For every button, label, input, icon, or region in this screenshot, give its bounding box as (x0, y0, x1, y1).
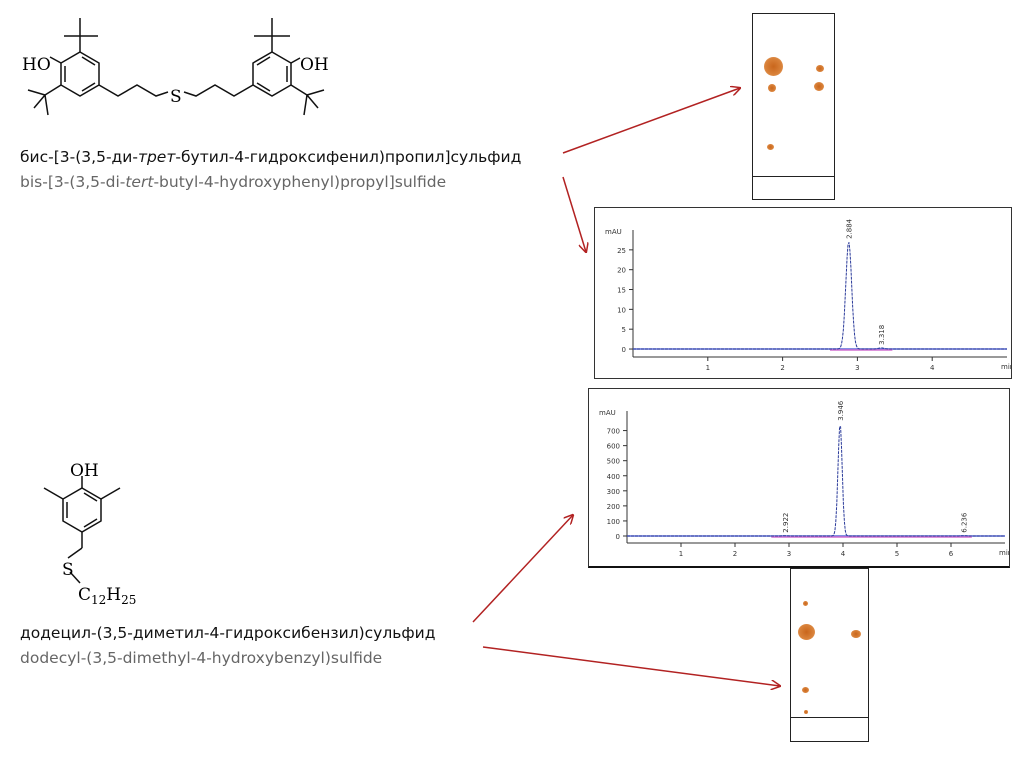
x-tick-label: 5 (895, 550, 899, 558)
x-tick-label: 2 (780, 364, 784, 372)
tlc-spot (767, 144, 774, 150)
x-tick-label: 3 (855, 364, 859, 372)
name-part: -butyl-4-hydroxyphenyl)propyl]sulfide (153, 173, 447, 191)
tlc-spot (764, 57, 783, 76)
name-part: трет (137, 148, 176, 166)
peak-label: 3.318 (878, 325, 886, 345)
y-unit-label: mAU (605, 228, 622, 236)
x-tick-label: 1 (706, 364, 710, 372)
chromatogram-2-plot: mAU min 0 100 200 300 400 500 600 700 1 2 3 4 5 6 2.922 3… (599, 400, 1012, 558)
tlc-spot (851, 630, 861, 638)
tlc-plate-2 (790, 568, 869, 742)
chromatogram-1-plot: mAU min 0 5 10 15 20 25 1 2 3 4 2.884 3.318 (605, 218, 1014, 372)
compound1-structure: HO S OH (22, 18, 329, 116)
y-tick-label: 500 (607, 458, 620, 466)
peak-label: 3.946 (837, 400, 845, 421)
tlc-plate-1 (752, 13, 835, 200)
tlc-spot (814, 82, 824, 91)
y-tick-label: 15 (617, 287, 626, 295)
y-tick-label: 700 (607, 428, 620, 436)
chromatogram-1: mAU min 0 5 10 15 20 25 1 2 3 4 2.884 3.318 (594, 207, 1014, 379)
name-part: бис-[3-(3,5-ди- (20, 148, 138, 166)
hydroxyl-label: HO (22, 55, 51, 75)
hydroxyl-label: OH (70, 461, 99, 481)
x-tick-label: 1 (679, 550, 683, 558)
y-tick-label: 600 (607, 443, 620, 451)
x-tick-label: 3 (787, 550, 791, 558)
sulfur-label: S (62, 560, 74, 580)
y-tick-label: 200 (607, 503, 620, 511)
chromatogram-trace (627, 425, 1005, 537)
arrow-to-tlc-2 (482, 646, 780, 686)
name-part: -бутил-4-гидроксифенил)пропил]сульфид (175, 148, 522, 166)
y-tick-label: 0 (622, 346, 626, 354)
compound2-structure: OH S C12H25 (43, 461, 136, 607)
arrow-to-chromatogram-1 (562, 176, 586, 252)
arrow-to-chromatogram-2 (472, 515, 573, 623)
arrow-to-tlc-1 (562, 88, 740, 154)
tlc-baseline (791, 717, 868, 718)
x-unit-label: min (999, 549, 1009, 557)
y-tick-label: 400 (607, 473, 620, 481)
tlc-spot (803, 601, 808, 606)
peak-label: 2.884 (846, 218, 854, 239)
tlc-spot (768, 84, 776, 92)
tlc-spot (804, 710, 808, 714)
y-tick-label: 10 (617, 306, 626, 314)
chromatogram-2: mAU min 0 100 200 300 400 500 600 700 1 2 3 4 5 6 2.922 3… (588, 388, 1012, 568)
tlc-spot (802, 687, 809, 693)
name-part: bis-[3-(3,5-di- (20, 173, 126, 191)
x-tick-label: 4 (841, 550, 846, 558)
compound1-name-ru: бис-[3-(3,5-ди-трет-бутил-4-гидроксифени… (20, 148, 521, 166)
y-tick-label: 5 (622, 326, 626, 334)
y-tick-label: 300 (607, 488, 620, 496)
compound2-name-ru: додецил-(3,5-диметил-4-гидроксибензил)су… (20, 624, 436, 642)
y-tick-label: 25 (617, 247, 626, 255)
y-tick-label: 100 (607, 518, 620, 526)
peak-label: 6.236 (961, 512, 969, 533)
compound2-name-en: dodecyl-(3,5-dimethyl-4-hydroxybenzyl)su… (20, 649, 383, 667)
name-part: tert (125, 173, 154, 191)
chromatogram-trace (633, 242, 1007, 350)
x-tick-label: 6 (949, 550, 954, 558)
compound1-name-en: bis-[3-(3,5-di-tert-butyl-4-hydroxypheny… (20, 173, 446, 191)
tlc-spot (816, 65, 824, 72)
y-tick-label: 0 (616, 533, 620, 541)
tlc-baseline (753, 176, 834, 177)
x-tick-label: 2 (733, 550, 737, 558)
tlc-spot (798, 624, 815, 640)
hydroxyl-label: OH (300, 55, 329, 75)
x-unit-label: min (1001, 363, 1011, 371)
peak-label: 2.922 (782, 513, 790, 533)
y-unit-label: mAU (599, 409, 616, 417)
x-tick-label: 4 (930, 364, 935, 372)
y-tick-label: 20 (617, 267, 626, 275)
sulfur-label: S (170, 87, 182, 107)
dodecyl-label: C12H25 (78, 585, 136, 607)
